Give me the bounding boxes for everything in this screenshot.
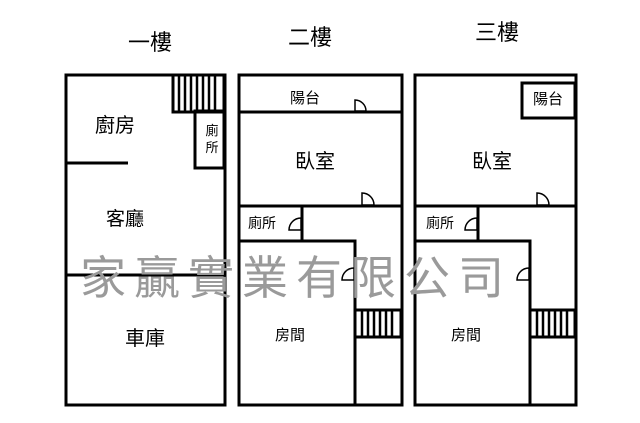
- room-balcony: 陽台: [290, 89, 320, 107]
- stairs-icon: [171, 73, 226, 114]
- door-icon: [516, 267, 530, 281]
- door-icon: [536, 192, 550, 206]
- floor-3-plan: 陽台 臥室 廁所 房間: [413, 73, 578, 407]
- floor-1-plan: 廚房 廁 所 客廳 車庫: [64, 73, 227, 407]
- room-bedroom-2: 房間: [275, 326, 305, 344]
- room-toilet: 廁所: [426, 215, 454, 232]
- door-icon: [464, 217, 478, 231]
- room-balcony: 陽台: [533, 90, 563, 108]
- room-toilet-line1: 廁: [205, 123, 218, 139]
- room-living: 客廳: [106, 208, 144, 230]
- room-bedroom: 臥室: [472, 149, 512, 173]
- floor-1-title: 一樓: [128, 31, 172, 56]
- room-kitchen: 廚房: [95, 113, 135, 137]
- room-toilet: 廁所: [248, 215, 276, 232]
- door-icon: [341, 267, 355, 281]
- stairs-icon: [353, 308, 403, 339]
- room-garage: 車庫: [125, 326, 165, 350]
- stairs-icon: [528, 308, 577, 339]
- watermark: 家贏實業有限公司: [80, 251, 512, 305]
- room-bedroom-2: 房間: [451, 326, 481, 344]
- floor-3-title: 三樓: [475, 21, 519, 46]
- floor-2-plan: 陽台 臥室 廁所 房間: [237, 73, 404, 407]
- door-icon: [354, 99, 367, 112]
- door-icon: [288, 217, 302, 231]
- floor-2-title: 二樓: [288, 26, 332, 51]
- room-toilet-line2: 所: [205, 141, 218, 156]
- door-icon: [361, 192, 375, 206]
- room-bedroom: 臥室: [295, 149, 335, 173]
